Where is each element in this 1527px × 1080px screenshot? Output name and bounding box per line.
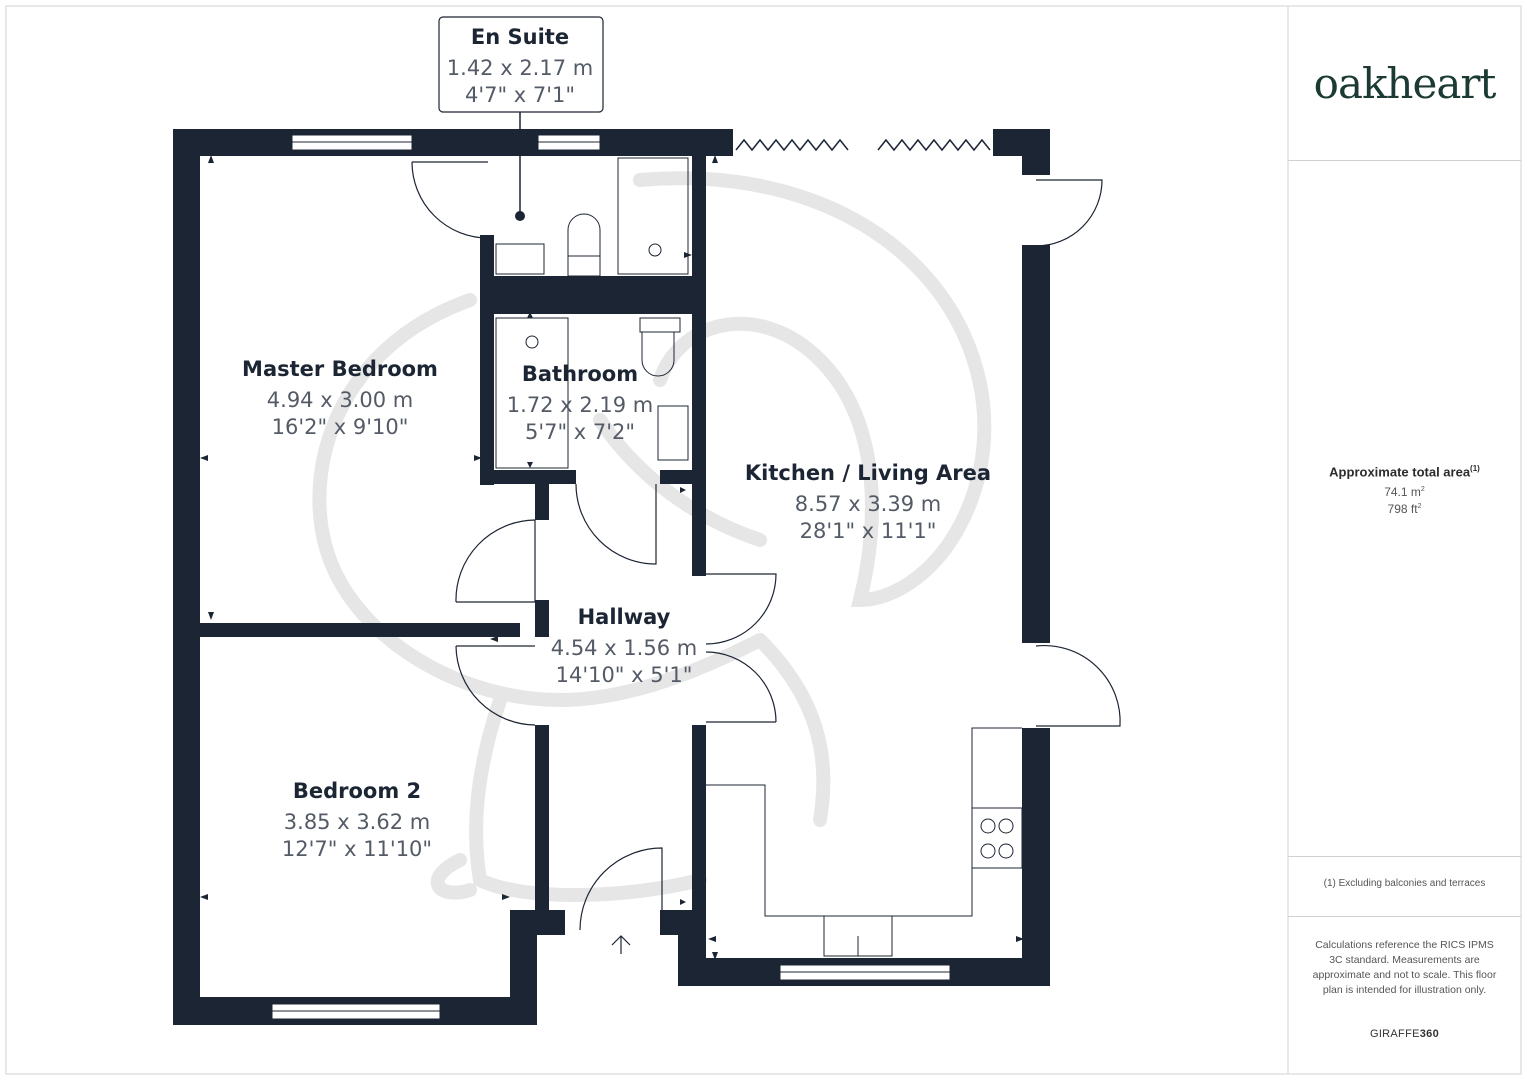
room-label-kitchen-living: Kitchen / Living Area 8.57 x 3.39 m 28'1… (745, 461, 991, 543)
room-metric: 3.85 x 3.62 m (284, 810, 430, 834)
wall-left (173, 129, 200, 1025)
room-metric: 1.72 x 2.19 m (507, 393, 653, 417)
room-imperial: 5'7" x 7'2" (525, 420, 635, 444)
room-label-bathroom: Bathroom 1.72 x 2.19 m 5'7" x 7'2" (507, 362, 653, 444)
wall-divider-end (535, 600, 549, 637)
area-footnote: (1) Excluding balconies and terraces (1323, 878, 1486, 889)
room-name: En Suite (471, 25, 569, 49)
room-imperial: 14'10" x 5'1" (556, 663, 693, 687)
ensuite-pointer-dot (515, 211, 525, 221)
sheet-border (5, 5, 1522, 1075)
sidebar-separator (1288, 856, 1521, 857)
ensuite-toilet-bowl (567, 213, 601, 256)
ensuite-label-box (438, 16, 604, 113)
total-area-title: Approximate total area(1) (1288, 464, 1521, 479)
room-metric: 8.57 x 3.39 m (795, 492, 941, 516)
area-ft2-value: 798 ft (1387, 502, 1418, 517)
total-area-metric: 74.1 m2 (1288, 485, 1521, 499)
room-name: Bathroom (522, 362, 638, 386)
room-metric: 1.42 x 2.17 m (447, 56, 593, 80)
credit-suffix: 360 (1419, 1028, 1440, 1040)
wall-right-middle (1022, 245, 1050, 643)
wall-bedroom2-notch (510, 910, 537, 1025)
room-name: Bedroom 2 (293, 779, 421, 803)
area-m2-unit-sup: 2 (1420, 486, 1425, 494)
bathroom-toilet-cistern (639, 317, 681, 333)
room-metric: 4.54 x 1.56 m (551, 636, 697, 660)
bifold-doors (735, 138, 991, 152)
wall-kitchen-corner (678, 920, 706, 986)
total-area-title-text: Approximate total area (1329, 464, 1471, 480)
giraffe360-credit: GIRAFFE360 (1288, 1028, 1521, 1040)
kitchen-hob (971, 807, 1023, 869)
kitchen-worktop (706, 727, 1022, 917)
ensuite-toilet-cistern (567, 255, 601, 277)
room-imperial: 16'2" x 9'10" (272, 415, 409, 439)
windows (271, 134, 951, 1020)
wall-ensuite-left (480, 235, 494, 485)
wall-right-lower (1022, 728, 1050, 986)
ensuite-shower (617, 157, 689, 275)
total-area-note-ref: (1) (1470, 464, 1480, 473)
wall-bathroom-bottom (480, 470, 576, 484)
total-area-block: Approximate total area(1) 74.1 m2 798 ft… (1288, 464, 1521, 516)
room-label-master-bedroom: Master Bedroom 4.94 x 3.00 m 16'2" x 9'1… (242, 357, 438, 439)
room-imperial: 4'7" x 7'1" (465, 83, 575, 107)
wall-hall-left-lower (535, 725, 549, 935)
disclaimer-text: Calculations reference the RICS IPMS 3C … (1312, 939, 1497, 996)
ensuite-shower-drain (648, 243, 662, 257)
room-imperial: 12'7" x 11'10" (282, 837, 432, 861)
room-name: Master Bedroom (242, 357, 438, 381)
area-ft2-unit-sup: 2 (1417, 503, 1422, 511)
wall-ensuite-bottom (480, 276, 706, 314)
brand-logo: oakheart (1313, 58, 1497, 108)
sidebar-separator (1288, 160, 1521, 161)
room-label-bedroom-2: Bedroom 2 3.85 x 3.62 m 12'7" x 11'10" (282, 779, 432, 861)
room-label-hallway: Hallway 4.54 x 1.56 m 14'10" x 5'1" (551, 605, 697, 687)
wall-top-left (173, 129, 733, 156)
wall-entrance-left (535, 910, 565, 935)
dimension-markers (200, 155, 1024, 960)
wall-right-top (1022, 129, 1050, 175)
room-label-en-suite: En Suite 1.42 x 2.17 m 4'7" x 7'1" (447, 25, 593, 107)
bathroom-basin (657, 405, 689, 461)
wall-bathroom-bottom-right (660, 470, 706, 484)
ensuite-basin (495, 243, 545, 275)
room-metric: 4.94 x 3.00 m (267, 388, 413, 412)
credit-prefix: GIRAFFE (1369, 1028, 1420, 1040)
total-area-imperial: 798 ft2 (1288, 502, 1521, 516)
room-imperial: 28'1" x 11'1" (800, 519, 937, 543)
walls (173, 129, 1050, 1025)
wall-bedroom-divider (200, 623, 520, 637)
wall-kitchen-left-upper (692, 156, 706, 576)
bath-drain (525, 335, 539, 349)
door-swings (411, 161, 1121, 931)
entrance-arrow-icon (611, 935, 631, 954)
bathroom-toilet-bowl (641, 332, 675, 377)
sidebar-separator (1288, 916, 1521, 917)
room-name: Kitchen / Living Area (745, 461, 991, 485)
area-m2-value: 74.1 m (1384, 485, 1421, 500)
room-name: Hallway (578, 605, 671, 629)
wall-hall-left-upper (535, 484, 549, 520)
info-sidebar: oakheart Approximate total area(1) 74.1 … (1288, 6, 1521, 1074)
